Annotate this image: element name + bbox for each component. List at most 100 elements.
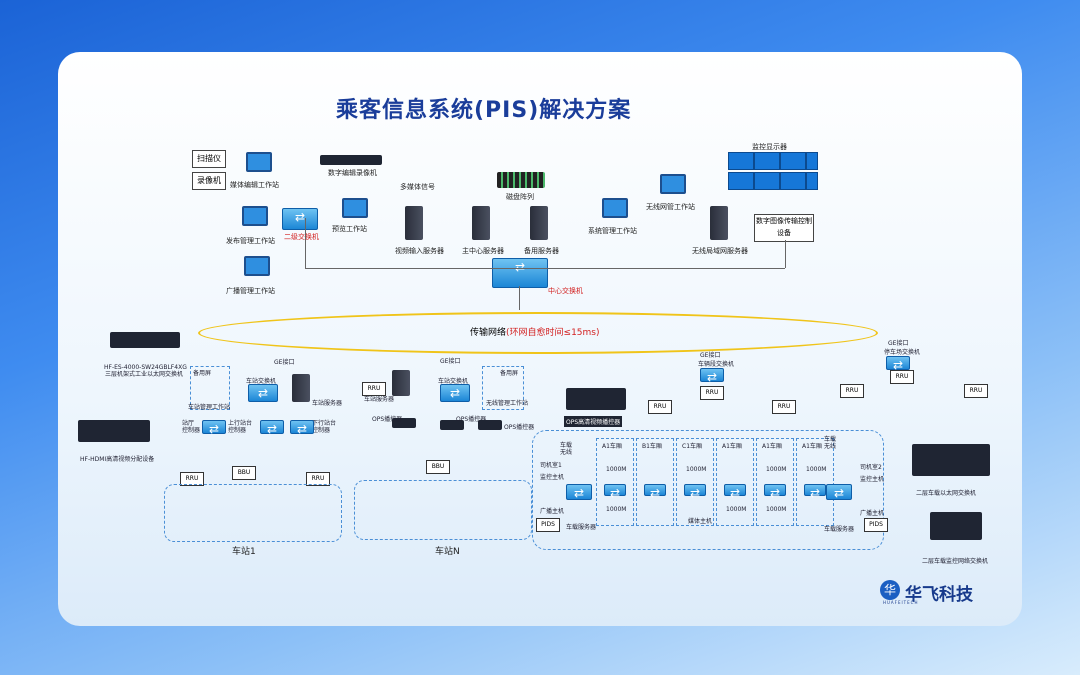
ops1-label: OPS播控器	[372, 416, 403, 423]
car-box	[756, 438, 794, 526]
ge-label: GE接口	[700, 352, 721, 359]
stationN-name: 车站N	[435, 547, 460, 557]
ring-caption: 传输网络(环网自愈时间≤15ms)	[470, 325, 600, 338]
left-wireless-label: 车载 无线	[560, 442, 573, 456]
monitor-icon	[246, 152, 272, 172]
publish-ws-label: 发布管理工作站	[226, 237, 275, 245]
up-ctrl-label: 上行站台 控制器	[228, 420, 253, 434]
right-pids-box: PIDS	[864, 518, 888, 532]
server-icon	[392, 370, 410, 396]
ops-icon	[478, 420, 502, 430]
hdmi-distributor-icon	[78, 420, 150, 442]
preview-ws-label: 预览工作站	[332, 225, 367, 233]
left-broadcast-label: 广播主机	[540, 508, 565, 515]
car-box	[636, 438, 674, 526]
industrial-switch-caption: HF-ES-4000-SW24GBLF4XG 三层机架式工业以太网交换机	[104, 364, 187, 378]
media-host-label: 媒体主机	[688, 518, 713, 525]
rru-box: RRU	[362, 382, 386, 396]
right-cab-label: 司机室2	[860, 464, 882, 471]
down-ctrl-label: 下行站台 控制器	[312, 420, 337, 434]
speed-label: 1000M	[766, 506, 787, 513]
car-box	[676, 438, 714, 526]
train-switch-icon	[826, 484, 852, 500]
monitor-display-label: 监控显示器	[752, 143, 787, 151]
car-label: A1车厢	[802, 443, 822, 450]
station-switch-icon	[440, 384, 470, 402]
car-box	[716, 438, 754, 526]
ops2-label: OPS播控器	[456, 416, 487, 423]
left-cab-label: 司机室1	[540, 462, 562, 469]
bbu-box: BBU	[232, 466, 256, 480]
video-wall-icon	[728, 152, 818, 198]
car-box	[596, 438, 634, 526]
main-server-label: 主中心服务器	[462, 247, 504, 255]
rru-box: RRU	[840, 384, 864, 398]
rru-box: RRU	[306, 472, 330, 486]
monitor-icon	[660, 174, 686, 194]
depot-switch-label: 车辆段交换机	[698, 361, 735, 368]
depot-switch-icon	[700, 368, 724, 384]
ctrl-ws-label: 无线管理工作站	[486, 400, 529, 407]
backup-server-label: 备用服务器	[524, 247, 559, 255]
ring-label: 传输网络	[470, 328, 507, 338]
scanner-box: 扫描仪	[192, 150, 226, 168]
standby-label: 备用屏	[193, 370, 212, 377]
connector-line	[305, 218, 306, 268]
core-switch-icon	[492, 258, 548, 288]
wireless-ws-label: 无线网管工作站	[646, 203, 695, 211]
station1-area	[164, 484, 342, 542]
bbu-box: BBU	[426, 460, 450, 474]
train-monitor-switch-icon	[930, 512, 982, 540]
car-box	[796, 438, 834, 526]
ring-note: (环网自愈时间≤15ms)	[506, 328, 600, 338]
monitor-icon	[244, 256, 270, 276]
controller-icon	[202, 420, 226, 436]
rru-box: RRU	[180, 472, 204, 486]
brand-logo-icon: 华	[880, 580, 900, 600]
connector-line	[305, 268, 785, 269]
hall-ctrl-label: 站厅 控制器	[182, 420, 201, 434]
ops-icon	[440, 420, 464, 430]
car-label: A1车厢	[722, 443, 742, 450]
ge-label: GE接口	[274, 359, 295, 366]
train-ethernet-switch-caption: 二层车载以太网交换机	[916, 490, 977, 497]
sys-mgmt-ws-label: 系统管理工作站	[588, 227, 637, 235]
disk-array-label: 磁盘阵列	[506, 193, 534, 201]
industrial-switch-icon	[110, 332, 180, 348]
rru-box: RRU	[700, 386, 724, 400]
speed-label: 1000M	[686, 466, 707, 473]
parking-switch-icon	[886, 356, 910, 372]
car-switch-icon	[724, 484, 746, 500]
train-switch-icon	[566, 484, 592, 500]
server-icon	[710, 206, 728, 240]
station1-name: 车站1	[232, 547, 256, 557]
monitor-icon	[602, 198, 628, 218]
monitor-icon	[342, 198, 368, 218]
monitor-icon	[242, 206, 268, 226]
secondary-switch-icon	[282, 208, 318, 230]
car-label: B1车厢	[642, 443, 662, 450]
ops-device-caption: OPS高清视频播控器	[564, 416, 623, 427]
right-wireless-label: 车载 无线	[824, 436, 837, 450]
left-server-label: 车载服务器	[566, 524, 597, 531]
video-server-label: 视频输入服务器	[395, 247, 444, 255]
speed-label: 1000M	[726, 506, 747, 513]
rru-box: RRU	[772, 400, 796, 414]
right-monitor-label: 监控主机	[860, 476, 885, 483]
recorder-icon	[320, 155, 382, 165]
rru-box: RRU	[648, 400, 672, 414]
train-monitor-switch-caption: 二层车载监控网络交换机	[922, 558, 989, 565]
speed-label: 1000M	[766, 466, 787, 473]
server-icon	[405, 206, 423, 240]
speed-label: 1000M	[606, 466, 627, 473]
rru-box: RRU	[964, 384, 988, 398]
secondary-switch-label: 二级交换机	[284, 233, 319, 241]
station-server-label: 车站服务器	[364, 396, 395, 403]
right-broadcast-label: 广播主机	[860, 510, 885, 517]
connector-line	[519, 286, 520, 310]
station-switch-icon	[248, 384, 278, 402]
core-switch-label: 中心交换机	[548, 287, 583, 295]
left-pids-box: PIDS	[536, 518, 560, 532]
disk-array-icon	[497, 172, 545, 188]
left-monitor-label: 监控主机	[540, 474, 565, 481]
